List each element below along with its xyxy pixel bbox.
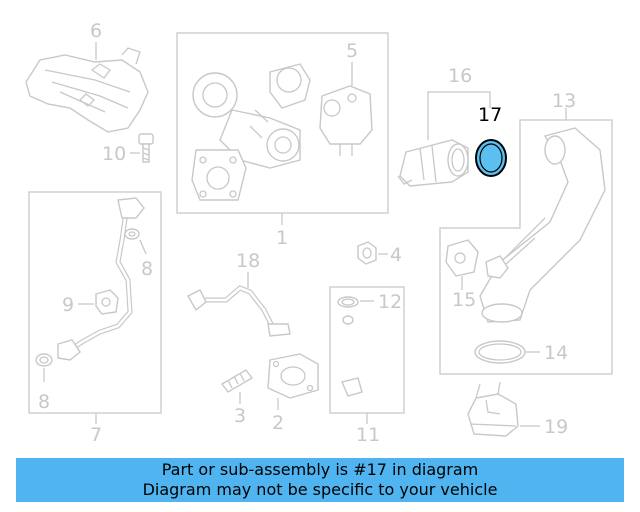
callout-10: 10	[102, 143, 126, 165]
part-18-pipe[interactable]	[187, 272, 291, 337]
callout-6: 6	[90, 20, 102, 42]
callout-18: 18	[236, 250, 260, 272]
callout-12: 12	[378, 291, 402, 313]
group-box-7	[28, 191, 162, 414]
part-16-inlet-pipe[interactable]	[397, 139, 469, 187]
part-11-oil-return-pipe[interactable]	[341, 315, 371, 397]
callout-5: 5	[346, 40, 358, 62]
callout-8-upper: 8	[141, 258, 153, 280]
callout-17: 17	[478, 104, 502, 126]
parts-diagram: 6 10 1 5 16	[25, 20, 613, 446]
part-14-o-ring[interactable]	[474, 340, 540, 364]
part-2-gasket[interactable]	[267, 353, 319, 410]
callout-16: 16	[448, 65, 472, 87]
part-7-oil-feed-pipe[interactable]	[57, 197, 145, 361]
part-8-washer-upper[interactable]	[124, 228, 147, 255]
callout-4: 4	[390, 244, 402, 266]
part-17-seal-highlighted[interactable]	[475, 139, 507, 177]
part-10-bolt[interactable]	[130, 133, 154, 163]
part-12-gasket[interactable]	[337, 296, 374, 308]
callout-3: 3	[234, 405, 246, 427]
part-9-banjo-fitting[interactable]	[78, 289, 119, 315]
callout-7: 7	[90, 424, 102, 446]
callout-13: 13	[552, 90, 576, 112]
part-4-nut[interactable]	[357, 241, 388, 265]
group-box-13	[439, 119, 613, 375]
callout-15: 15	[452, 289, 476, 311]
part-6-heat-shield[interactable]	[25, 42, 149, 133]
callout-9: 9	[62, 294, 74, 316]
callout-2: 2	[272, 412, 284, 434]
part-13-charge-pipe[interactable]	[479, 127, 606, 323]
banner-line-2: Diagram may not be specific to your vehi…	[142, 480, 498, 499]
info-banner: Part or sub-assembly is #17 in diagram D…	[16, 458, 624, 502]
banner-line-1: Part or sub-assembly is #17 in diagram	[161, 460, 479, 479]
part-1-turbocharger[interactable]	[191, 63, 311, 201]
part-15-sensor[interactable]	[445, 239, 509, 290]
callout-14: 14	[544, 342, 568, 364]
bracket-16	[427, 91, 491, 140]
part-3-stud[interactable]	[220, 369, 254, 404]
callout-1: 1	[276, 227, 288, 249]
callout-8-lower: 8	[38, 391, 50, 413]
callout-11: 11	[356, 424, 380, 446]
part-19-bracket[interactable]	[467, 381, 540, 437]
part-5-actuator[interactable]	[319, 62, 373, 156]
part-8-washer-lower[interactable]	[35, 353, 53, 382]
callout-19: 19	[544, 416, 568, 438]
